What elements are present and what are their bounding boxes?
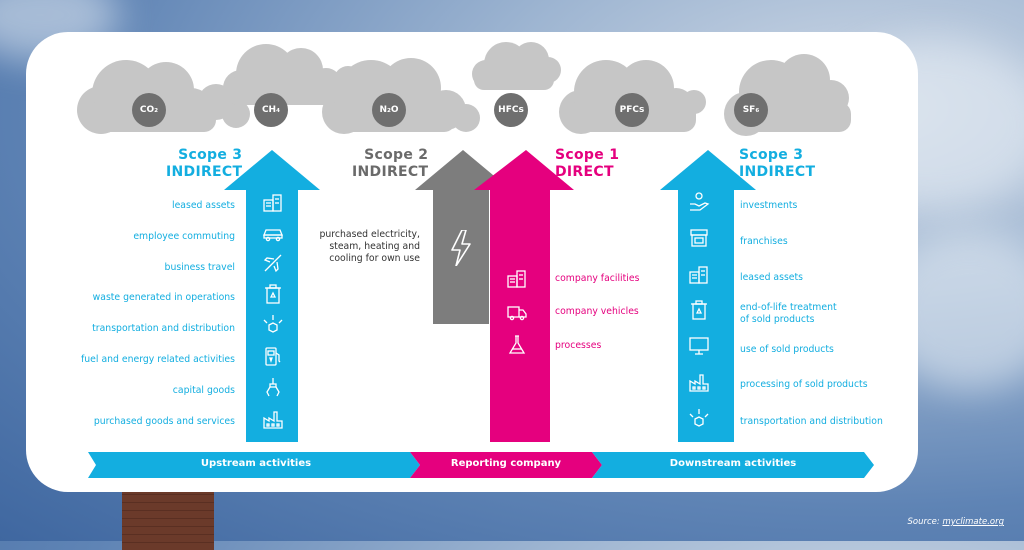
gas-co2: CO₂ bbox=[132, 93, 166, 127]
direct-item-company-vehicles: company vehicles bbox=[555, 306, 639, 317]
gas-pfcs: PFCs bbox=[615, 93, 649, 127]
gas-n2o: N₂O bbox=[372, 93, 406, 127]
scope3-right-subtitle: INDIRECT bbox=[739, 164, 816, 180]
box-arrows-icon bbox=[688, 408, 710, 430]
downstream-activities-label: Downstream activities bbox=[669, 458, 797, 469]
airplane-icon bbox=[262, 252, 284, 274]
fuel-pump-icon bbox=[262, 345, 284, 367]
recycle-bin-icon bbox=[688, 299, 710, 321]
box-arrows-icon bbox=[262, 314, 284, 336]
direct-item-processes: processes bbox=[555, 340, 602, 351]
scope1-subtitle: DIRECT bbox=[555, 164, 614, 180]
gas-ch4: CH₄ bbox=[254, 93, 288, 127]
scope2-description-line2: steam, heating and bbox=[329, 241, 420, 252]
scope2-heading: Scope 2 INDIRECT bbox=[352, 147, 428, 181]
gas-hfcs: HFCs bbox=[494, 93, 528, 127]
monitor-icon bbox=[688, 335, 710, 357]
scope3-right-title: Scope 3 bbox=[739, 147, 804, 163]
scope2-subtitle: INDIRECT bbox=[352, 164, 429, 180]
scope1-heading: Scope 1 DIRECT bbox=[555, 147, 619, 181]
source-prefix: Source: bbox=[907, 517, 943, 527]
gas-sf6: SF₆ bbox=[734, 93, 768, 127]
source-link[interactable]: myclimate.org bbox=[942, 517, 1004, 527]
scope2-description-line3: cooling for own use bbox=[329, 253, 420, 264]
downstream-item-leased-assets: leased assets bbox=[740, 272, 804, 283]
downstream-item-end-of-life-line1: end-of-life treatment bbox=[740, 302, 837, 313]
scope3-left-heading: Scope 3 INDIRECT bbox=[166, 147, 242, 181]
diagram-card: CO₂ CH₄ N₂O HFCs PFCs SF₆ Scope 3 INDIRE… bbox=[26, 32, 918, 492]
storefront-icon bbox=[688, 227, 710, 249]
truck-icon bbox=[506, 301, 528, 323]
upstream-item-purchased-goods: purchased goods and services bbox=[93, 416, 235, 427]
scope3-downstream-arrow bbox=[660, 150, 756, 442]
scope1-arrow bbox=[474, 150, 574, 442]
downstream-item-end-of-life: end-of-life treatment of sold products bbox=[740, 302, 837, 326]
upstream-item-waste: waste generated in operations bbox=[92, 292, 235, 303]
upstream-item-transportation: transportation and distribution bbox=[92, 323, 235, 334]
direct-item-company-facilities: company facilities bbox=[555, 273, 640, 284]
crane-claw-icon bbox=[262, 376, 284, 398]
scope3-left-subtitle: INDIRECT bbox=[166, 164, 243, 180]
downstream-item-processing: processing of sold products bbox=[740, 379, 868, 390]
downstream-item-end-of-life-line2: of sold products bbox=[740, 314, 815, 325]
scope2-arrow bbox=[415, 150, 511, 324]
buildings-icon bbox=[688, 263, 710, 285]
scope1-title: Scope 1 bbox=[555, 147, 620, 163]
downstream-item-investments: investments bbox=[740, 200, 798, 211]
upstream-activities-label: Upstream activities bbox=[200, 458, 312, 469]
upstream-item-leased-assets: leased assets bbox=[171, 200, 235, 211]
buildings-icon bbox=[506, 267, 528, 289]
upstream-item-business-travel: business travel bbox=[164, 262, 235, 273]
scope2-description: purchased electricity, steam, heating an… bbox=[308, 229, 420, 265]
upstream-item-fuel-energy: fuel and energy related activities bbox=[81, 354, 235, 365]
hand-coin-icon bbox=[688, 191, 710, 213]
scope3-left-title: Scope 3 bbox=[178, 147, 243, 163]
activity-bar bbox=[88, 452, 874, 478]
clouds bbox=[77, 42, 851, 136]
factory-icon bbox=[688, 371, 710, 393]
downstream-item-franchises: franchises bbox=[740, 236, 788, 247]
upstream-item-employee-commuting: employee commuting bbox=[133, 231, 235, 242]
scope2-title: Scope 2 bbox=[364, 147, 429, 163]
source-credit: Source: myclimate.org bbox=[907, 517, 1004, 527]
factory-icon bbox=[262, 408, 284, 430]
recycle-bin-icon bbox=[262, 283, 284, 305]
flask-icon bbox=[506, 334, 528, 356]
scope3-right-heading: Scope 3 INDIRECT bbox=[739, 147, 815, 181]
reporting-company-label: Reporting company bbox=[450, 458, 562, 469]
car-icon bbox=[262, 221, 284, 243]
lightning-icon bbox=[451, 230, 471, 266]
buildings-icon bbox=[262, 191, 284, 213]
scope2-description-line1: purchased electricity, bbox=[319, 229, 420, 240]
downstream-item-transportation: transportation and distribution bbox=[740, 416, 883, 427]
upstream-item-capital-goods: capital goods bbox=[172, 385, 235, 396]
downstream-item-use-of-sold-products: use of sold products bbox=[740, 344, 834, 355]
